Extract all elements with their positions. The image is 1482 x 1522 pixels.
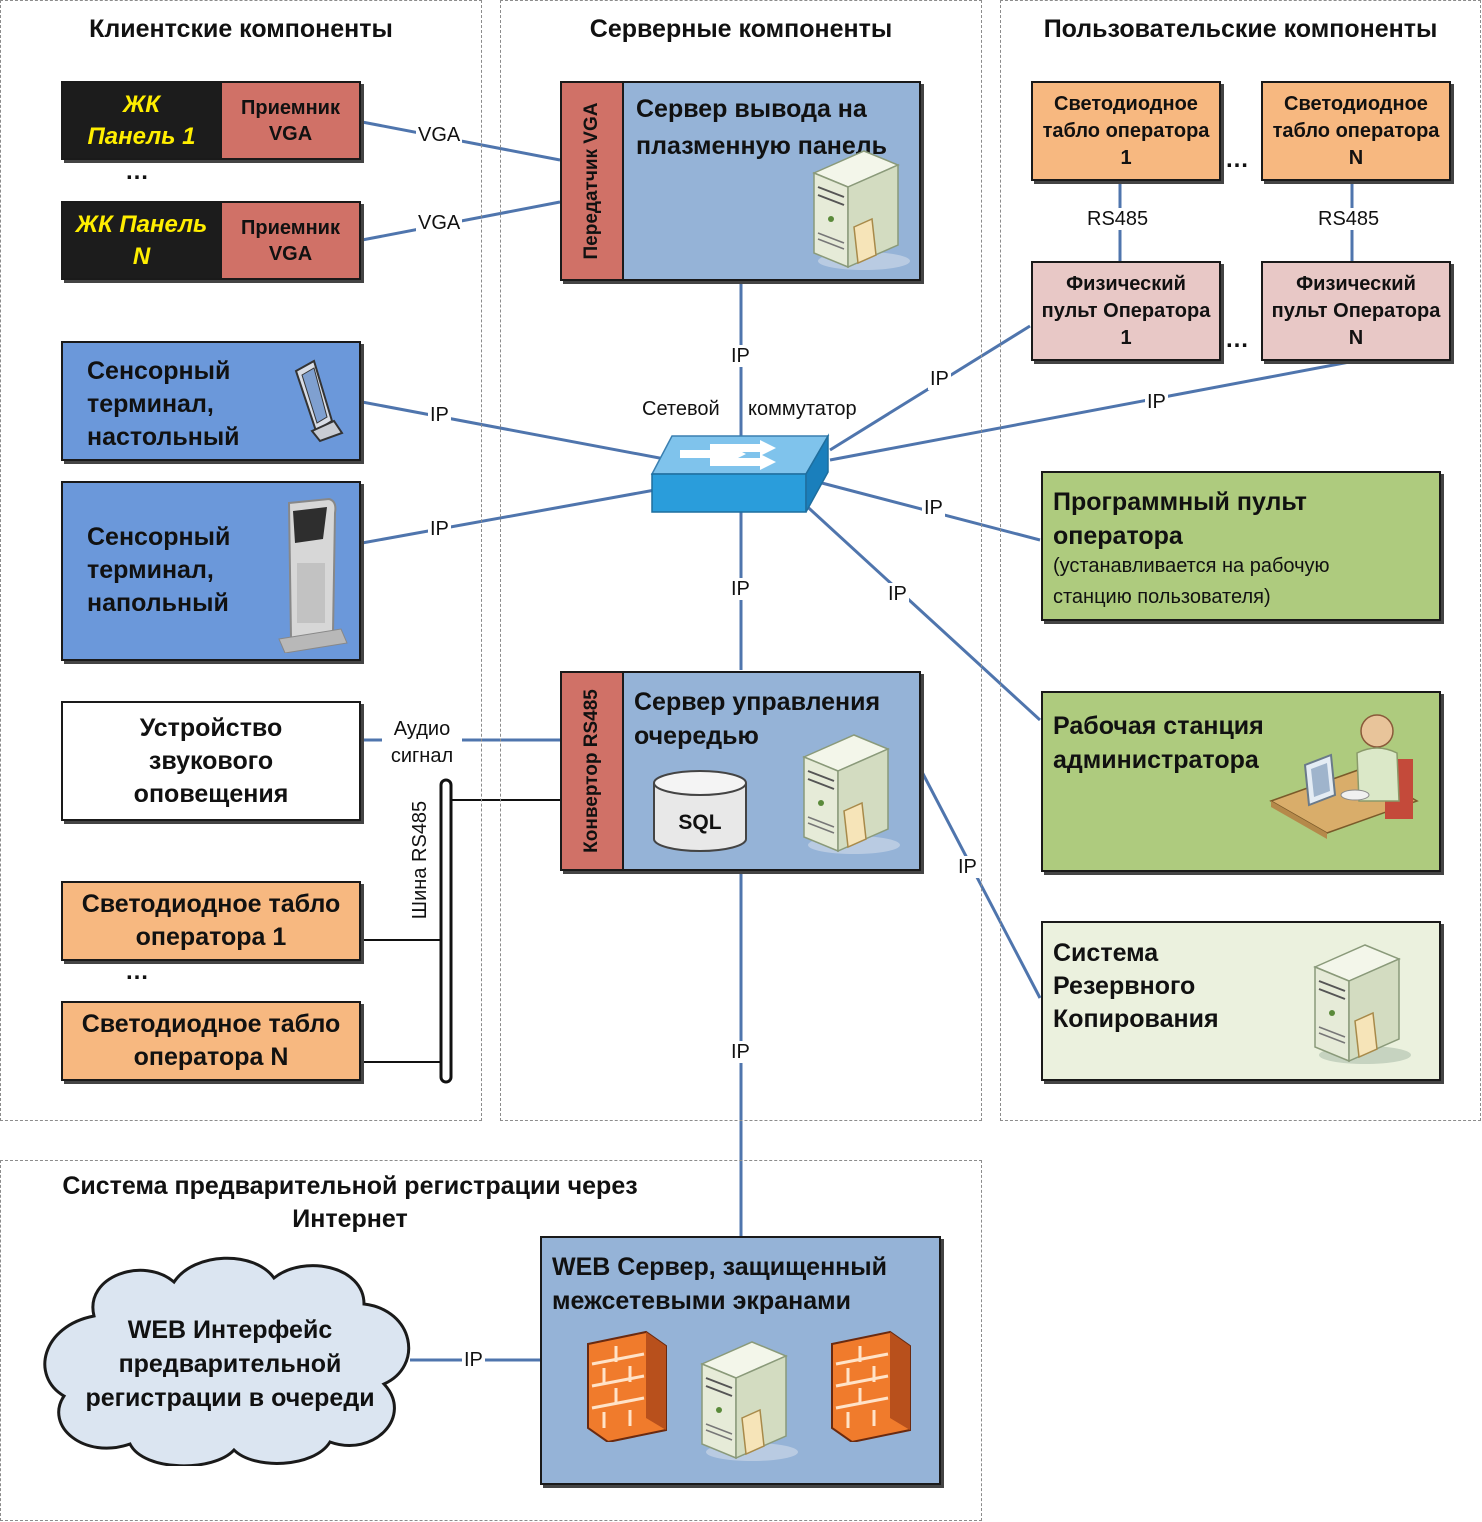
physical-console-1-label: Физический пульт Оператора 1 bbox=[1041, 272, 1211, 349]
user-led-board-1: Светодиодное табло оператора 1 bbox=[1031, 81, 1221, 181]
vga-transmitter-label: Передатчик VGA bbox=[581, 102, 602, 260]
plasma-server: Сервер вывода на плазменную панель bbox=[622, 81, 921, 281]
ip-label-web-interface: IP bbox=[462, 1349, 485, 1371]
vga-receiver-1: Приемник VGA bbox=[220, 81, 361, 160]
kiosk-floor: Сенсорный терминал, напольный bbox=[61, 481, 361, 661]
vga-transmitter: Передатчик VGA bbox=[560, 81, 624, 281]
lcd-panel-1: ЖК Панель 1 bbox=[61, 81, 222, 160]
user-led-board-n-label: Светодиодное табло оператора N bbox=[1272, 92, 1440, 169]
sql-label: SQL bbox=[678, 811, 722, 834]
web-server-label: WEB Сервер, защищенный межсетевыми экран… bbox=[552, 1253, 887, 1315]
user-console-ellipsis: … bbox=[1225, 326, 1249, 353]
plasma-server-label: Сервер вывода на плазменную панель bbox=[636, 95, 888, 160]
prereg-region bbox=[0, 1160, 982, 1521]
server-tower-icon bbox=[1313, 944, 1411, 1064]
ip-label-admin: IP bbox=[886, 583, 909, 605]
switch-label-left: Сетевой bbox=[642, 398, 720, 420]
physical-console-1: Физический пульт Оператора 1 bbox=[1031, 261, 1221, 361]
audio-signal-label: Аудио сигнал bbox=[382, 716, 462, 770]
client-region bbox=[0, 0, 482, 1121]
user-region bbox=[1000, 0, 1481, 1121]
physical-console-n-label: Физический пульт Оператора N bbox=[1271, 272, 1441, 349]
client-led-board-n: Светодиодное табло оператора N bbox=[61, 1001, 361, 1081]
rs485-label-1: RS485 bbox=[1085, 208, 1151, 230]
server-tower-icon bbox=[802, 734, 900, 854]
user-section-title: Пользовательские компоненты bbox=[1043, 15, 1438, 43]
kiosk-desk: Сенсорный терминал, настольный bbox=[61, 341, 361, 461]
desk-terminal-icon bbox=[294, 359, 344, 443]
rs485-label-n: RS485 bbox=[1316, 208, 1382, 230]
server-region bbox=[500, 0, 982, 1121]
sound-device-label: Устройство звукового оповещения bbox=[133, 713, 289, 808]
ip-label-web: IP bbox=[729, 1041, 752, 1063]
ip-label-soft-console: IP bbox=[922, 497, 945, 519]
kiosk-desk-label: Сенсорный терминал, настольный bbox=[87, 357, 240, 451]
ip-label-queue: IP bbox=[729, 578, 752, 600]
sql-database-icon bbox=[653, 770, 747, 852]
prereg-section-title: Система предварительной регистрации чере… bbox=[62, 1172, 638, 1233]
server-tower-icon bbox=[700, 1341, 798, 1461]
lcd-ellipsis: … bbox=[125, 158, 149, 185]
floor-terminal-icon bbox=[278, 497, 348, 653]
vga-label-n: VGA bbox=[416, 212, 463, 234]
lcd-panel-1-label: ЖК Панель 1 bbox=[87, 90, 196, 150]
vga-receiver-n: Приемник VGA bbox=[220, 201, 361, 280]
physical-console-n: Физический пульт Оператора N bbox=[1261, 261, 1451, 361]
ip-label-backup: IP bbox=[956, 856, 979, 878]
client-led-board-1-label: Светодиодное табло оператора 1 bbox=[81, 890, 341, 951]
user-led-ellipsis: … bbox=[1225, 146, 1249, 173]
vga-receiver-1-label: Приемник VGA bbox=[241, 96, 340, 145]
ip-label-kiosk-floor: IP bbox=[428, 518, 451, 540]
admin-person-icon bbox=[1269, 714, 1419, 839]
queue-server: Сервер управления очередью SQL bbox=[622, 671, 921, 871]
sound-device: Устройство звукового оповещения bbox=[61, 701, 361, 821]
web-interface-label: WEB Интерфейс предварительной регистраци… bbox=[85, 1316, 375, 1412]
lcd-panel-n-label: ЖК Панель N bbox=[75, 210, 208, 270]
admin-workstation-label: Рабочая станция администратора bbox=[1053, 712, 1264, 774]
software-console: Программный пульт оператора (устанавлива… bbox=[1041, 471, 1441, 621]
queue-server-label: Сервер управления очередью bbox=[634, 688, 881, 750]
switch-label-right: коммутатор bbox=[748, 398, 857, 420]
client-section-title: Клиентские компоненты bbox=[89, 15, 393, 43]
network-switch-icon bbox=[650, 433, 830, 513]
ip-label-consolen: IP bbox=[1145, 391, 1168, 413]
software-console-title: Программный пульт оператора bbox=[1053, 488, 1307, 550]
firewall-icon bbox=[587, 1330, 667, 1442]
rs485-converter: Конвертор RS485 bbox=[560, 671, 624, 871]
backup-system: Система Резервного Копирования bbox=[1041, 921, 1441, 1081]
ip-label-console1: IP bbox=[928, 368, 951, 390]
lcd-panel-n: ЖК Панель N bbox=[61, 201, 222, 280]
led-ellipsis: … bbox=[125, 958, 149, 985]
user-led-board-n: Светодиодное табло оператора N bbox=[1261, 81, 1451, 181]
admin-workstation: Рабочая станция администратора bbox=[1041, 691, 1441, 872]
ip-line-consolen bbox=[829, 358, 1361, 462]
server-tower-icon bbox=[812, 150, 910, 270]
server-section-title: Серверные компоненты bbox=[589, 15, 893, 43]
software-console-note: (устанавливается на рабочую станцию поль… bbox=[1053, 555, 1330, 608]
rs485-bus-bar bbox=[439, 778, 453, 1084]
ip-label-kiosk-desk: IP bbox=[428, 404, 451, 426]
rs485-bus-label: Шина RS485 bbox=[409, 800, 431, 920]
rs485-converter-label: Конвертор RS485 bbox=[581, 689, 602, 853]
client-led-board-n-label: Светодиодное табло оператора N bbox=[81, 1010, 341, 1071]
backup-system-label: Система Резервного Копирования bbox=[1053, 939, 1219, 1033]
firewall-icon bbox=[831, 1330, 911, 1442]
ip-label-plasma: IP bbox=[729, 345, 752, 367]
user-led-board-1-label: Светодиодное табло оператора 1 bbox=[1042, 92, 1210, 169]
ip-line-kiosk-desk bbox=[361, 400, 671, 462]
ip-line-kiosk-floor bbox=[361, 488, 656, 545]
web-interface-cloud bbox=[43, 1256, 411, 1466]
rs485-bus-label-wrap: Шина RS485 bbox=[405, 795, 435, 925]
ip-line-backup bbox=[919, 769, 1042, 999]
kiosk-floor-label: Сенсорный терминал, напольный bbox=[87, 523, 231, 617]
vga-receiver-n-label: Приемник VGA bbox=[241, 216, 340, 265]
web-server: WEB Сервер, защищенный межсетевыми экран… bbox=[540, 1236, 941, 1485]
vga-label-1: VGA bbox=[416, 124, 463, 146]
client-led-board-1: Светодиодное табло оператора 1 bbox=[61, 881, 361, 961]
